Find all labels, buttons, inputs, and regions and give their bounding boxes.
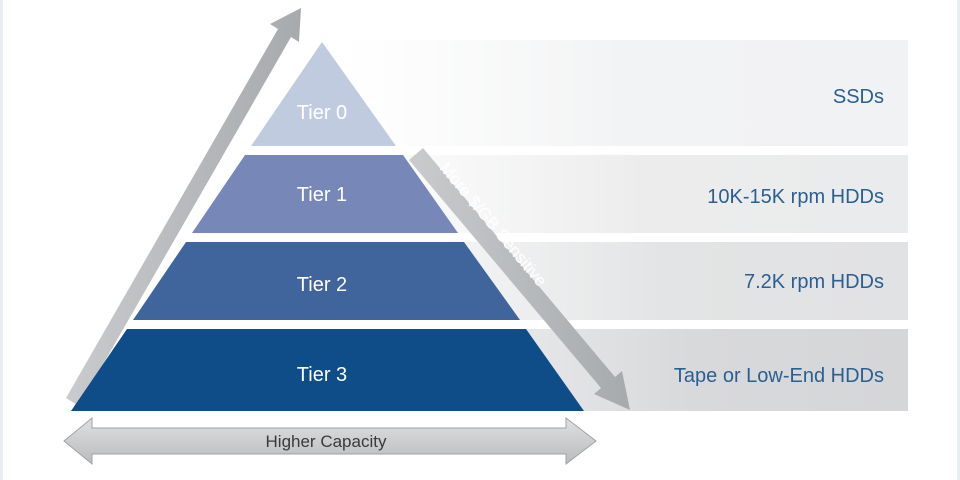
performance-arrow-icon bbox=[66, 8, 301, 406]
tier-2-label: Tier 2 bbox=[297, 274, 347, 296]
tier-3-shape bbox=[71, 329, 584, 411]
tier-1-shape bbox=[192, 155, 458, 233]
tier-3-label: Tier 3 bbox=[297, 364, 347, 386]
tier-0-technology: SSDs bbox=[833, 86, 884, 108]
band-tier-0 bbox=[340, 40, 908, 146]
tier-pyramid: Tier 0 Tier 1 Tier 2 Tier 3 bbox=[71, 42, 584, 411]
left-border bbox=[0, 0, 3, 480]
tier-2-shape bbox=[133, 242, 520, 320]
capacity-arrow-icon bbox=[63, 416, 597, 466]
tier-0-shape bbox=[251, 42, 396, 146]
tier-1-technology: 10K-15K rpm HDDs bbox=[707, 186, 884, 208]
cost-arrow-icon bbox=[409, 148, 630, 410]
tier-1-label: Tier 1 bbox=[297, 184, 347, 206]
technology-labels: SSDs 10K-15K rpm HDDs 7.2K rpm HDDs Tape… bbox=[674, 86, 884, 387]
tier-2-technology: 7.2K rpm HDDs bbox=[744, 271, 884, 293]
capacity-arrow-label: Higher Capacity bbox=[266, 432, 387, 451]
tier-3-technology: Tape or Low-End HDDs bbox=[674, 365, 884, 387]
tier-0-label: Tier 0 bbox=[297, 102, 347, 124]
right-border bbox=[957, 0, 960, 480]
band-tier-1 bbox=[380, 155, 908, 233]
capacity-arrow: Higher Capacity bbox=[63, 416, 597, 466]
